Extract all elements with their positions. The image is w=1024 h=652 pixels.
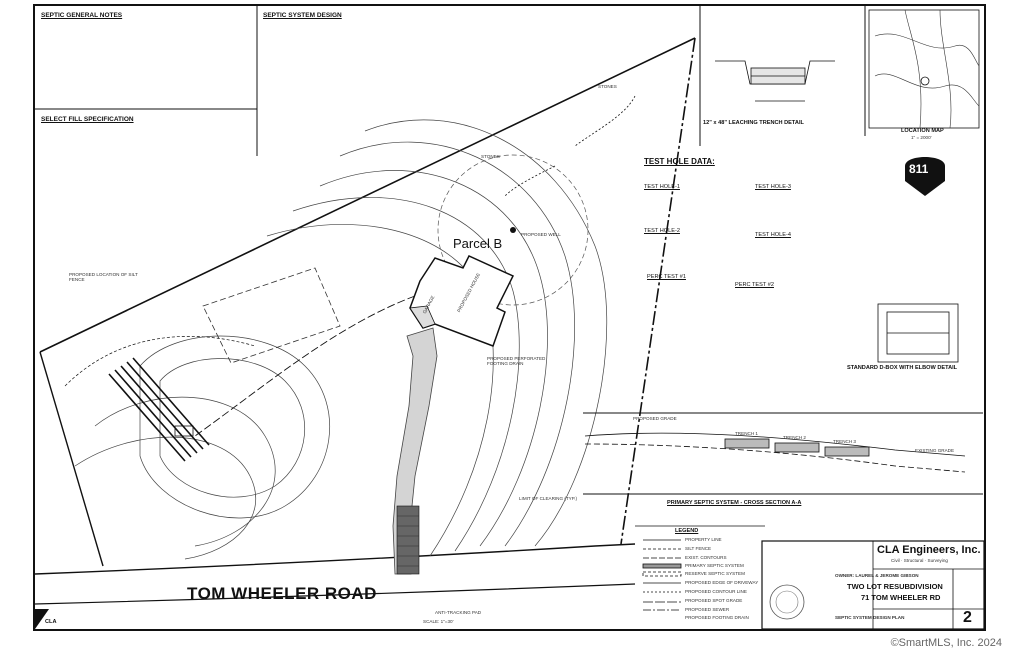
- septic-system-design-title: SEPTIC SYSTEM DESIGN: [263, 12, 342, 19]
- anti-tracking-label: ANTI-TRACKING PAD: [435, 610, 482, 615]
- legend-item: PROPOSED FOOTING DRAIN: [685, 615, 749, 620]
- firm-name: CLA Engineers, Inc.: [877, 544, 981, 556]
- test-hole-2-label: TEST HOLE-2: [644, 228, 680, 234]
- legend-item: PROPERTY LINE: [685, 537, 722, 542]
- limit-clearing-label: LIMIT OF CLEARING (TYP.): [519, 496, 578, 501]
- badge-811: 811: [909, 162, 929, 176]
- legend-item: PROPOSED SEWER: [685, 607, 730, 612]
- project-title-1: TWO LOT RESUBDIVISION: [847, 582, 943, 591]
- legend-item: PROPOSED SPOT GRADE: [685, 598, 743, 603]
- legend-item: PROPOSED EDGE OF DRIVEWAY: [685, 580, 759, 585]
- perc-test-1-label: PERC TEST #1: [647, 274, 686, 280]
- scale-text: SCALE: 1"=30': [423, 619, 454, 624]
- trench-1-label: TRENCH 1: [735, 431, 758, 436]
- legend-item: SILT FENCE: [685, 546, 712, 551]
- firm-subtitle: Civil · Structural · Surveying: [891, 558, 948, 563]
- test-hole-1-label: TEST HOLE-1: [644, 184, 680, 190]
- cla-corner-mark: CLA: [45, 619, 57, 625]
- legend-item: PROPOSED CONTOUR LINE: [685, 589, 747, 594]
- owner-label: OWNER: LAUREL & JEROME GIBSON: [835, 573, 919, 578]
- sheet-number: 2: [963, 609, 972, 626]
- trench-3-label: TRENCH 3: [833, 439, 856, 444]
- legend-item: EXIST. CONTOURS: [685, 555, 727, 560]
- dbox-detail-title: STANDARD D-BOX WITH ELBOW DETAIL: [847, 365, 958, 371]
- project-title-2: 71 TOM WHEELER RD: [861, 593, 941, 602]
- trench-2-label: TRENCH 2: [783, 435, 806, 440]
- cross-section-title: PRIMARY SEPTIC SYSTEM - CROSS SECTION A-…: [667, 500, 802, 506]
- copyright-watermark: ©SmartMLS, Inc. 2024: [890, 637, 1002, 649]
- existing-grade-label: EXISTING GRADE: [915, 448, 955, 453]
- test-hole-data-title: TEST HOLE DATA:: [644, 157, 715, 166]
- site-plan-linework: [35, 6, 984, 629]
- footing-drain-label: PROPOSED PERFORATED FOOTING DRAIN: [487, 356, 546, 367]
- location-map-scale: 1" = 2000': [911, 135, 932, 140]
- test-hole-4-label: TEST HOLE-4: [755, 232, 791, 238]
- silt-fence-label: PROPOSED LOCATION OF SILT FENCE: [69, 272, 138, 283]
- legend-item: PRIMARY SEPTIC SYSTEM: [685, 563, 744, 568]
- sheet-title: SEPTIC SYSTEM DESIGN PLAN: [835, 615, 905, 620]
- proposed-well-label: PROPOSED WELL: [521, 232, 561, 237]
- trench-detail-title: 12" x 48" LEACHING TRENCH DETAIL: [703, 120, 804, 126]
- test-hole-3-label: TEST HOLE-3: [755, 184, 791, 190]
- proposed-grade-label: PROPOSED GRADE: [633, 416, 677, 421]
- legend-title: LEGEND: [675, 528, 699, 534]
- septic-general-notes-title: SEPTIC GENERAL NOTES: [41, 12, 123, 19]
- road-name: TOM WHEELER ROAD: [187, 584, 377, 603]
- parcel-label: Parcel B: [453, 236, 503, 251]
- legend-item: RESERVE SEPTIC SYSTEM: [685, 571, 745, 576]
- stones-label-1: STONES: [598, 84, 617, 89]
- location-map-title: LOCATION MAP: [901, 128, 944, 134]
- select-fill-title: SELECT FILL SPECIFICATION: [41, 116, 134, 123]
- stones-label-2: STONES: [481, 154, 500, 159]
- legend-list: PROPERTY LINE SILT FENCE EXIST. CONTOURS…: [685, 537, 758, 623]
- perc-test-2-label: PERC TEST #2: [735, 282, 774, 288]
- drawing-sheet: SEPTIC GENERAL NOTES SEPTIC SYSTEM DESIG…: [33, 4, 986, 631]
